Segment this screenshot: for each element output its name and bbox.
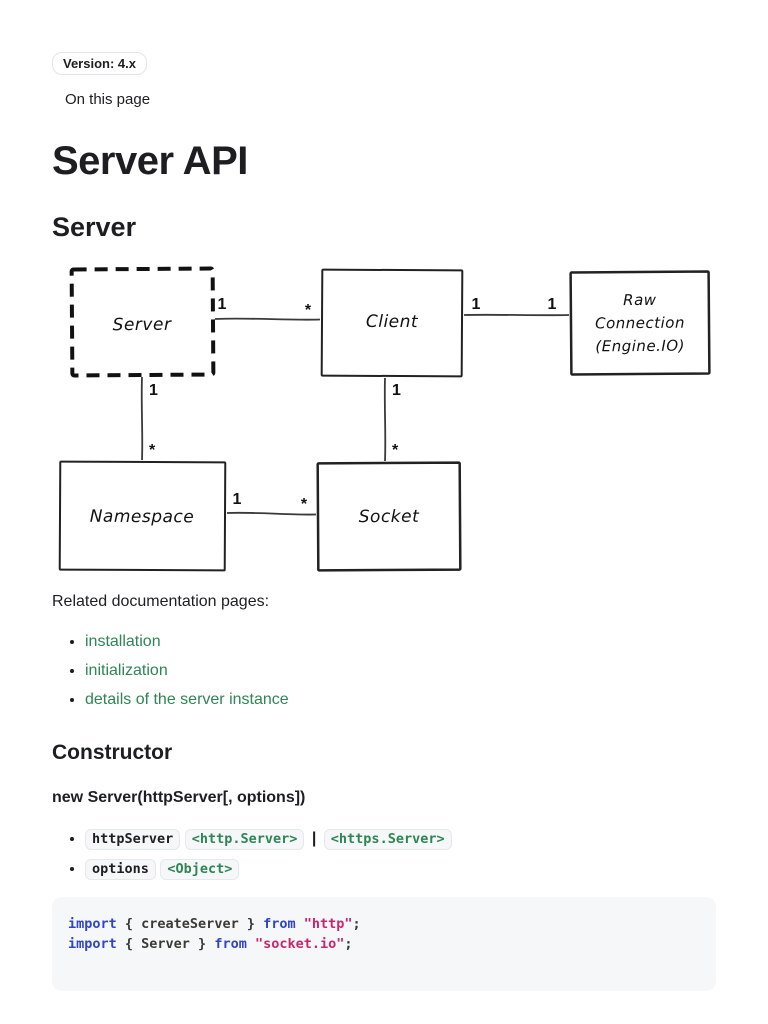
on-this-page-toggle[interactable]: On this page [65,91,151,108]
link-initialization[interactable]: initialization [85,662,168,679]
version-badge: Version: 4.x [52,52,147,75]
param-name-chip: options [85,859,156,881]
class-diagram: 1 * 1 1 1 * 1 * 1 * Server Client Raw [52,259,716,584]
server-node-label: Server [113,315,172,335]
code-line-2: import { Server } from "socket.io"; [68,936,353,953]
edge-server-client [214,317,321,321]
raw-connection-node: Raw Connection (Engine.IO) [569,270,711,376]
mult-namespace-socket-far: * [301,496,308,513]
code-block: import { createServer } from "http"; impo… [52,897,716,992]
client-node: Client [320,268,464,378]
class-diagram-svg: 1 * 1 1 1 * 1 * 1 * Server Client Raw [58,266,711,572]
raw-connection-label-line1: Raw [623,291,657,309]
doc-page: Version: 4.x On this page Server API Ser… [0,0,768,991]
mult-server-namespace-far: * [149,442,156,459]
link-installation[interactable]: installation [85,633,161,650]
raw-connection-label-line3: (Engine.IO) [595,337,685,356]
param-type-link-http-server[interactable]: <http.Server> [184,829,305,851]
edge-server-namespace [140,376,144,461]
mult-server-client-near: 1 [218,296,227,313]
socket-node: Socket [316,461,462,572]
related-links-list: installation initialization details of t… [52,632,716,709]
mult-client-socket-near: 1 [392,382,401,399]
param-type-link-https-server[interactable]: <https.Server> [323,829,452,851]
section-heading-constructor: Constructor [52,741,173,764]
socket-node-label: Socket [359,507,420,527]
mult-server-namespace-near: 1 [149,382,158,399]
list-item: details of the server instance [85,690,716,709]
edge-client-socket [383,377,387,462]
mult-server-client-far: * [305,302,312,319]
code-line-1: import { createServer } from "http"; [68,916,361,933]
raw-connection-label-line2: Connection [595,314,685,333]
mult-client-socket-far: * [392,442,399,459]
server-node: Server [69,266,216,378]
mult-client-raw-near: 1 [472,296,481,313]
constructor-signature: new Server(httpServer[, options]) [52,789,306,807]
related-docs-label: Related documentation pages: [52,593,270,610]
edge-namespace-socket [226,511,317,516]
type-separator: | [311,830,317,848]
list-item: initialization [85,661,716,680]
param-options: options <Object> [85,858,716,881]
constructor-params-list: httpServer <http.Server> | <https.Server… [52,828,716,881]
section-heading-server: Server [52,212,137,242]
param-name-chip: httpServer [85,829,181,851]
param-httpserver: httpServer <http.Server> | <https.Server… [85,828,716,851]
client-node-label: Client [366,312,419,332]
namespace-node: Namespace [58,460,227,572]
param-type-link-object[interactable]: <Object> [160,859,240,881]
page-title: Server API [52,139,248,183]
mult-client-raw-far: 1 [548,296,557,313]
mult-namespace-socket-near: 1 [233,491,242,508]
list-item: installation [85,632,716,651]
link-server-instance-details[interactable]: details of the server instance [85,691,289,708]
namespace-node-label: Namespace [90,507,195,528]
